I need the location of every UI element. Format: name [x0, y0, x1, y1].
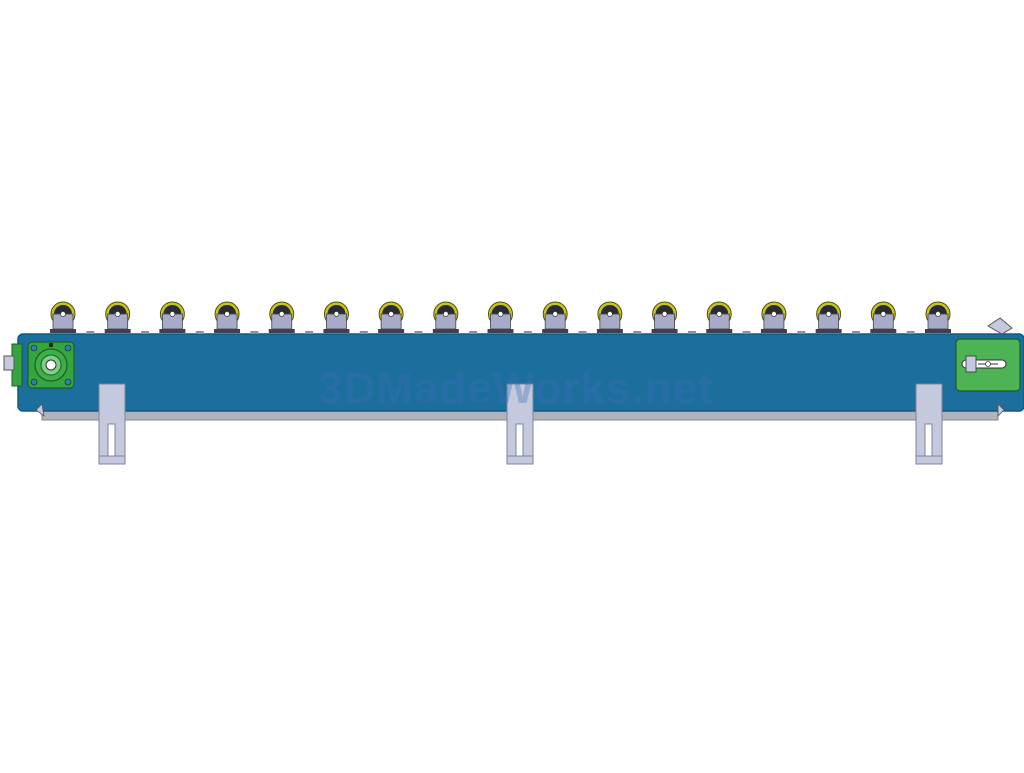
frame-tab	[195, 331, 204, 334]
roller	[706, 301, 733, 333]
roller	[815, 301, 842, 333]
roller	[159, 301, 186, 333]
roller	[268, 301, 295, 333]
right-end-guard	[987, 317, 1013, 335]
roller	[651, 301, 678, 333]
roller	[323, 301, 350, 333]
roller	[487, 301, 514, 333]
right-bracket	[997, 403, 1005, 417]
frame-tab	[414, 331, 423, 334]
left-shaft-stub	[3, 355, 15, 371]
roller	[378, 301, 405, 333]
roller	[925, 301, 951, 333]
frame-tab	[742, 331, 751, 334]
frame-tab	[86, 331, 95, 334]
support-leg	[506, 383, 534, 465]
tensioner-plate	[955, 338, 1021, 392]
roller	[870, 301, 897, 333]
support-legs	[98, 383, 943, 465]
frame-tab	[469, 331, 478, 334]
bearing-block	[27, 341, 75, 389]
frame-tab	[305, 331, 314, 334]
roller	[760, 301, 787, 333]
frame-tab	[141, 331, 150, 334]
frame-tab	[359, 331, 368, 334]
roller	[50, 301, 76, 333]
frame-tab	[578, 331, 587, 334]
frame-tab	[797, 331, 806, 334]
support-leg	[915, 383, 943, 465]
frame-tab	[633, 331, 642, 334]
roller	[104, 301, 131, 333]
support-leg	[98, 383, 126, 465]
roller	[542, 301, 569, 333]
frame-tab	[687, 331, 696, 334]
roller	[596, 301, 623, 333]
roller-row	[50, 301, 951, 333]
roller	[214, 301, 241, 333]
left-bracket	[35, 403, 45, 417]
frame-tab	[906, 331, 915, 334]
frame-tab	[250, 331, 259, 334]
frame-tab	[523, 331, 532, 334]
frame-top-tabs	[86, 331, 915, 334]
frame-tab	[851, 331, 860, 334]
roller	[432, 301, 459, 333]
